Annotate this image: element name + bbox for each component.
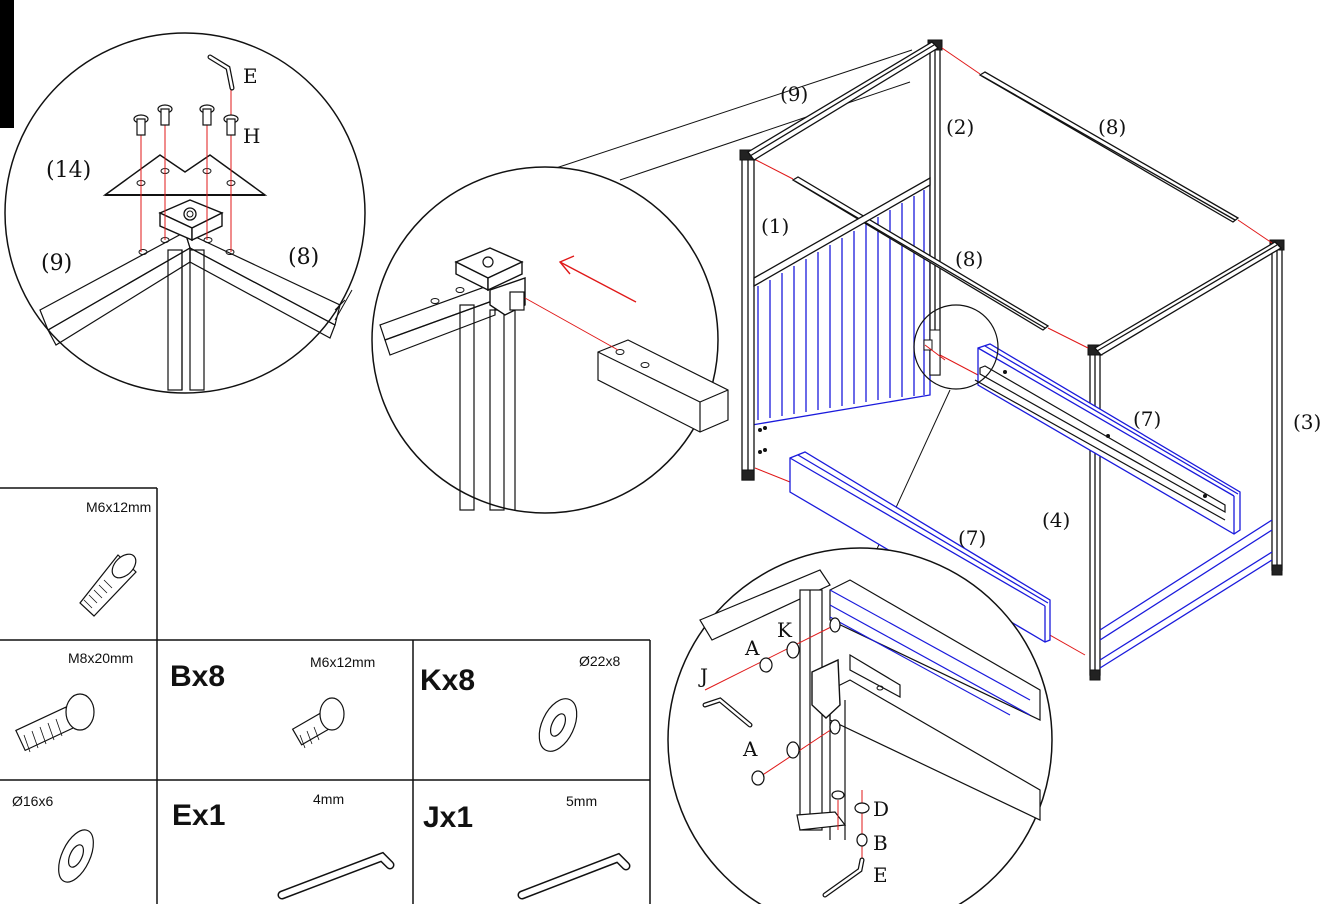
corner-bracket-detail xyxy=(4,32,366,394)
detail-label-e-bottom: E xyxy=(873,863,888,887)
washer-icon xyxy=(538,698,578,752)
label-part-4: (4) xyxy=(1042,508,1070,532)
part-code-j: Jx1 xyxy=(423,801,473,834)
detail-label-k: K xyxy=(777,618,793,642)
bar-insert-detail xyxy=(371,166,729,514)
detail-label-j: J xyxy=(698,664,708,688)
bolt-icon xyxy=(133,114,149,136)
short-bolt-icon xyxy=(291,697,345,749)
allen-key-icon xyxy=(277,851,395,900)
part-code-e: Ex1 xyxy=(172,799,225,832)
detail-marker xyxy=(913,304,999,390)
parts-table-grid xyxy=(0,487,651,904)
label-part-9: (9) xyxy=(780,82,808,106)
part-code-k: Kx8 xyxy=(420,664,475,697)
detail-label-h: H xyxy=(243,124,260,148)
bolt-icon xyxy=(223,114,239,136)
bed-frame xyxy=(739,39,1285,681)
bolt-icon xyxy=(759,657,773,673)
detail-label-14: (14) xyxy=(46,158,91,183)
small-washer-icon xyxy=(58,829,94,883)
part-size-m6-countersunk: M6x12mm xyxy=(86,499,151,515)
allen-key-icon xyxy=(517,852,631,900)
part-size-j: 5mm xyxy=(566,793,597,809)
label-part-8-back: (8) xyxy=(1098,115,1126,139)
countersunk-bolt-icon xyxy=(79,553,137,617)
label-part-3: (3) xyxy=(1293,410,1321,434)
detail-label-8: (8) xyxy=(288,245,319,270)
detail-label-d: D xyxy=(873,797,889,821)
label-part-7-back: (7) xyxy=(1133,407,1161,431)
part-code-b: Bx8 xyxy=(170,660,225,693)
bolt-icon xyxy=(856,833,868,847)
washer-icon xyxy=(786,641,800,659)
washer-icon xyxy=(854,802,870,814)
detail-label-e: E xyxy=(243,64,258,88)
page-tab xyxy=(0,0,14,128)
label-part-1: (1) xyxy=(761,214,789,238)
detail-label-a-bottom: A xyxy=(742,737,758,761)
bolt-icon xyxy=(157,104,173,126)
part-size-b: M6x12mm xyxy=(310,654,375,670)
part-size-e: 4mm xyxy=(313,791,344,807)
washer-icon xyxy=(786,741,800,759)
label-part-2: (2) xyxy=(946,115,974,139)
bolt-icon xyxy=(199,104,215,126)
detail-label-b: B xyxy=(873,831,888,855)
label-part-7-front: (7) xyxy=(958,526,986,550)
insert-arrow-icon xyxy=(559,261,637,303)
detail-label-9: (9) xyxy=(41,251,72,276)
label-part-8-front: (8) xyxy=(955,247,983,271)
part-size-m8: M8x20mm xyxy=(68,650,133,666)
part-size-k: Ø22x8 xyxy=(579,653,620,669)
detail-label-a-top: A xyxy=(744,636,760,660)
bolt-icon xyxy=(751,770,765,786)
hex-socket-bolt-icon xyxy=(15,693,95,753)
part-size-washer-16: Ø16x6 xyxy=(12,793,53,809)
rail-bracket-detail xyxy=(667,547,1053,904)
